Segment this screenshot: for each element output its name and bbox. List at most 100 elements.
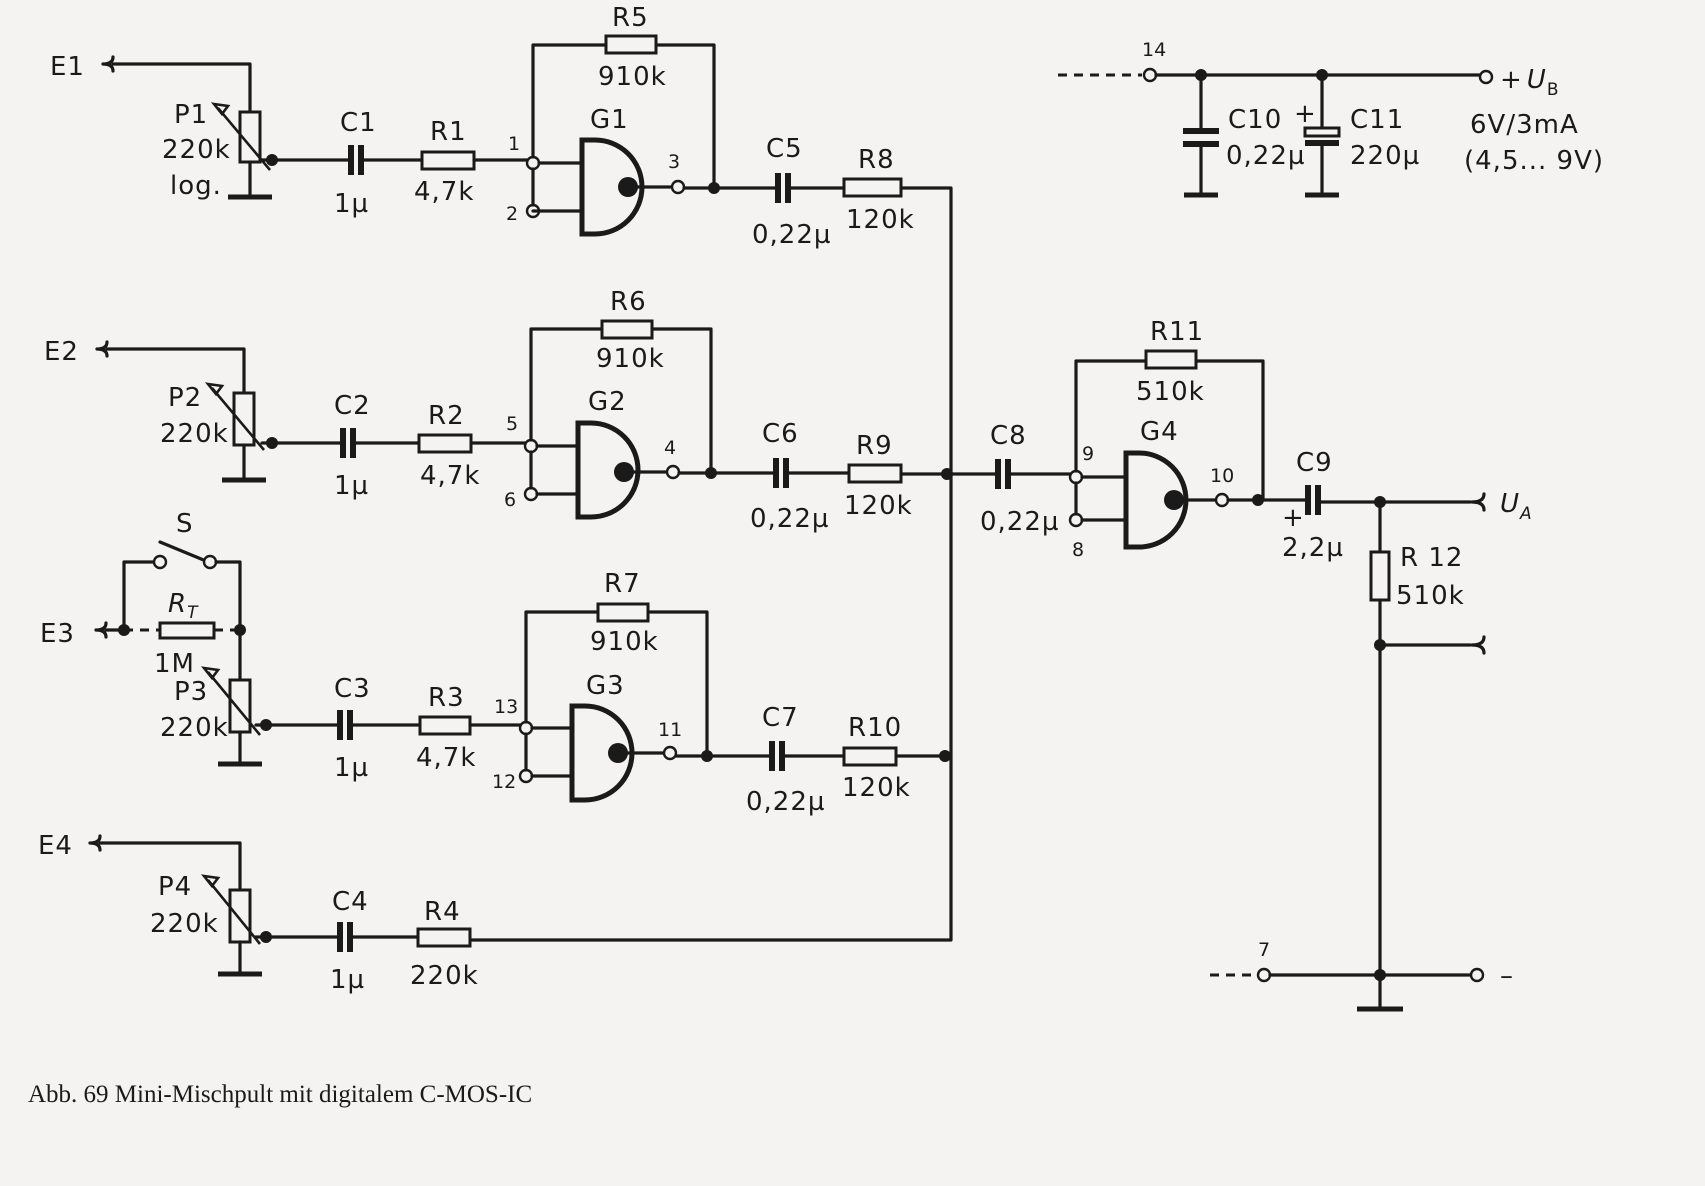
output-stage [995,349,1486,1012]
pin-7 [1256,967,1272,983]
label-c2-value: 1µ [334,471,369,501]
resistor-r3 [418,715,472,736]
pin-11 [662,745,678,761]
label-r10-value: 120k [842,773,911,803]
label-e2: E2 [44,337,79,367]
capacitor-c10 [1183,128,1219,147]
pin-label-14: 14 [1142,39,1166,61]
pot-p3 [228,678,252,734]
label-r9: R9 [856,431,893,461]
capacitor-c2 [340,428,356,458]
resistor-r7 [596,602,650,623]
label-rt: RT [168,589,199,623]
pot-p4 [228,888,252,944]
label-c10: C10 [1228,105,1282,135]
label-c9-polarity: + [1282,503,1305,533]
resistor-r5 [604,34,658,55]
positive-terminal [1478,69,1494,85]
label-c5-value: 0,22µ [752,220,831,250]
label-r4: R4 [424,897,461,927]
label-c7: C7 [762,703,799,733]
label-g3: G3 [586,671,625,701]
label-r1: R1 [430,117,467,147]
label-c4-value: 1µ [330,965,365,995]
label-c8: C8 [990,421,1027,451]
label-r5-value: 910k [598,62,667,92]
capacitor-c4 [337,922,353,952]
switch-contact [152,554,168,570]
labels: E1 E2 E3 E4 P1 220k log. P2 220k P3 220k… [28,3,1604,1108]
input-jack-e1 [101,55,115,73]
supply-section [1058,67,1494,198]
pin-8 [1068,512,1084,528]
nand-gate-g3 [569,703,635,803]
label-c2: C2 [334,391,371,421]
label-c9-value: 2,2µ [1282,533,1344,563]
input-jack-e2 [95,340,109,358]
resistor-r4 [416,927,472,948]
nand-gate-g1 [579,137,645,237]
label-c7-value: 0,22µ [746,787,825,817]
figure-caption: Abb. 69 Mini-Mischpult mit digitalem C-M… [28,1081,532,1108]
label-c11: C11 [1350,105,1404,135]
capacitor-c9 [1305,485,1321,515]
label-r8-value: 120k [846,205,915,235]
summing-junction [941,468,953,480]
label-supply-spec: 6V/3mA [1470,110,1579,140]
label-c3: C3 [334,674,371,704]
pin-label-13: 13 [494,696,518,718]
capacitor-c3 [337,710,353,740]
resistor-r11 [1144,349,1198,370]
pin-5 [523,438,539,454]
pin-14 [1142,67,1158,83]
label-p2: P2 [168,383,202,413]
pin-label-7: 7 [1258,939,1270,961]
label-c11-polarity: + [1294,99,1317,129]
label-r7-value: 910k [590,627,659,657]
label-g1: G1 [590,105,629,135]
pin-label-8: 8 [1072,539,1084,561]
capacitor-c1 [348,145,364,175]
label-r5: R5 [612,3,649,33]
pin-label-6: 6 [504,489,516,511]
capacitor-c11 [1303,126,1341,138]
label-r1-value: 4,7k [414,177,474,207]
label-r2: R2 [428,401,465,431]
label-c10-value: 0,22µ [1226,141,1305,171]
label-c6-value: 0,22µ [750,504,829,534]
output-jack-ua [1470,492,1486,512]
resistor-r2 [417,433,473,454]
pin-label-4: 4 [664,437,676,459]
label-e4: E4 [38,831,73,861]
label-rt-value: 1M [154,649,195,679]
label-r2-value: 4,7k [420,461,480,491]
resistor-rt [158,621,216,640]
resistor-r8 [842,177,903,198]
label-c6: C6 [762,419,799,449]
capacitor-c6 [773,458,789,488]
label-negative: – [1500,961,1514,991]
label-ua: UA [1500,489,1533,524]
pin-label-3: 3 [668,151,680,173]
channel-4 [88,834,472,977]
label-r6-value: 910k [596,344,665,374]
label-r6: R6 [610,287,647,317]
label-c5: C5 [766,134,803,164]
pin-1 [525,155,541,171]
label-r11-value: 510k [1136,377,1205,407]
label-r9-value: 120k [844,491,913,521]
label-r4-value: 220k [410,961,479,991]
pin-12 [518,768,534,784]
label-c4: C4 [332,887,369,917]
nand-gate-g4 [1123,450,1189,550]
label-e1: E1 [50,52,85,82]
label-c11-value: 220µ [1350,141,1420,171]
label-g4: G4 [1140,417,1179,447]
pin-13 [518,720,534,736]
junction [266,154,278,166]
label-p1: P1 [174,100,208,130]
label-supply-range: (4,5... 9V) [1464,146,1604,176]
resistor-r1 [420,150,476,171]
resistor-r6 [600,319,654,340]
